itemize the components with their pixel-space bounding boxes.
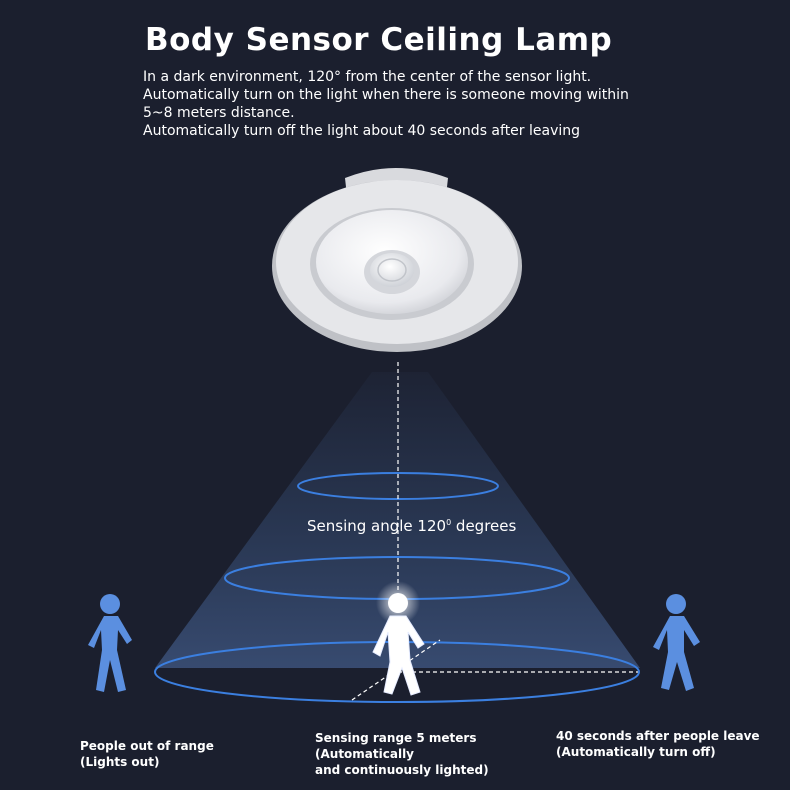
description-text: In a dark environment, 120° from the cen… <box>143 69 629 139</box>
walking-person-icon-right <box>653 594 700 691</box>
walking-person-lit-icon <box>372 581 425 696</box>
caption-sensing-range: Sensing range 5 meters (Automatically an… <box>315 731 489 777</box>
caption-out-of-range: People out of range (Lights out) <box>80 739 214 769</box>
radius-line-diagonal <box>351 639 441 701</box>
sensing-angle-prefix: Sensing angle 120 <box>307 517 447 535</box>
sensing-angle-sup: 0 <box>446 518 452 527</box>
ceiling-lamp-icon <box>272 168 522 352</box>
walking-person-icon-left <box>88 594 132 692</box>
sensing-angle-suffix: degrees <box>451 517 517 535</box>
caption-after-leave: 40 seconds after people leave (Automatic… <box>556 729 760 759</box>
sensing-angle-label: Sensing angle 1200 degrees <box>307 517 516 535</box>
page-title: Body Sensor Ceiling Lamp <box>145 22 613 58</box>
